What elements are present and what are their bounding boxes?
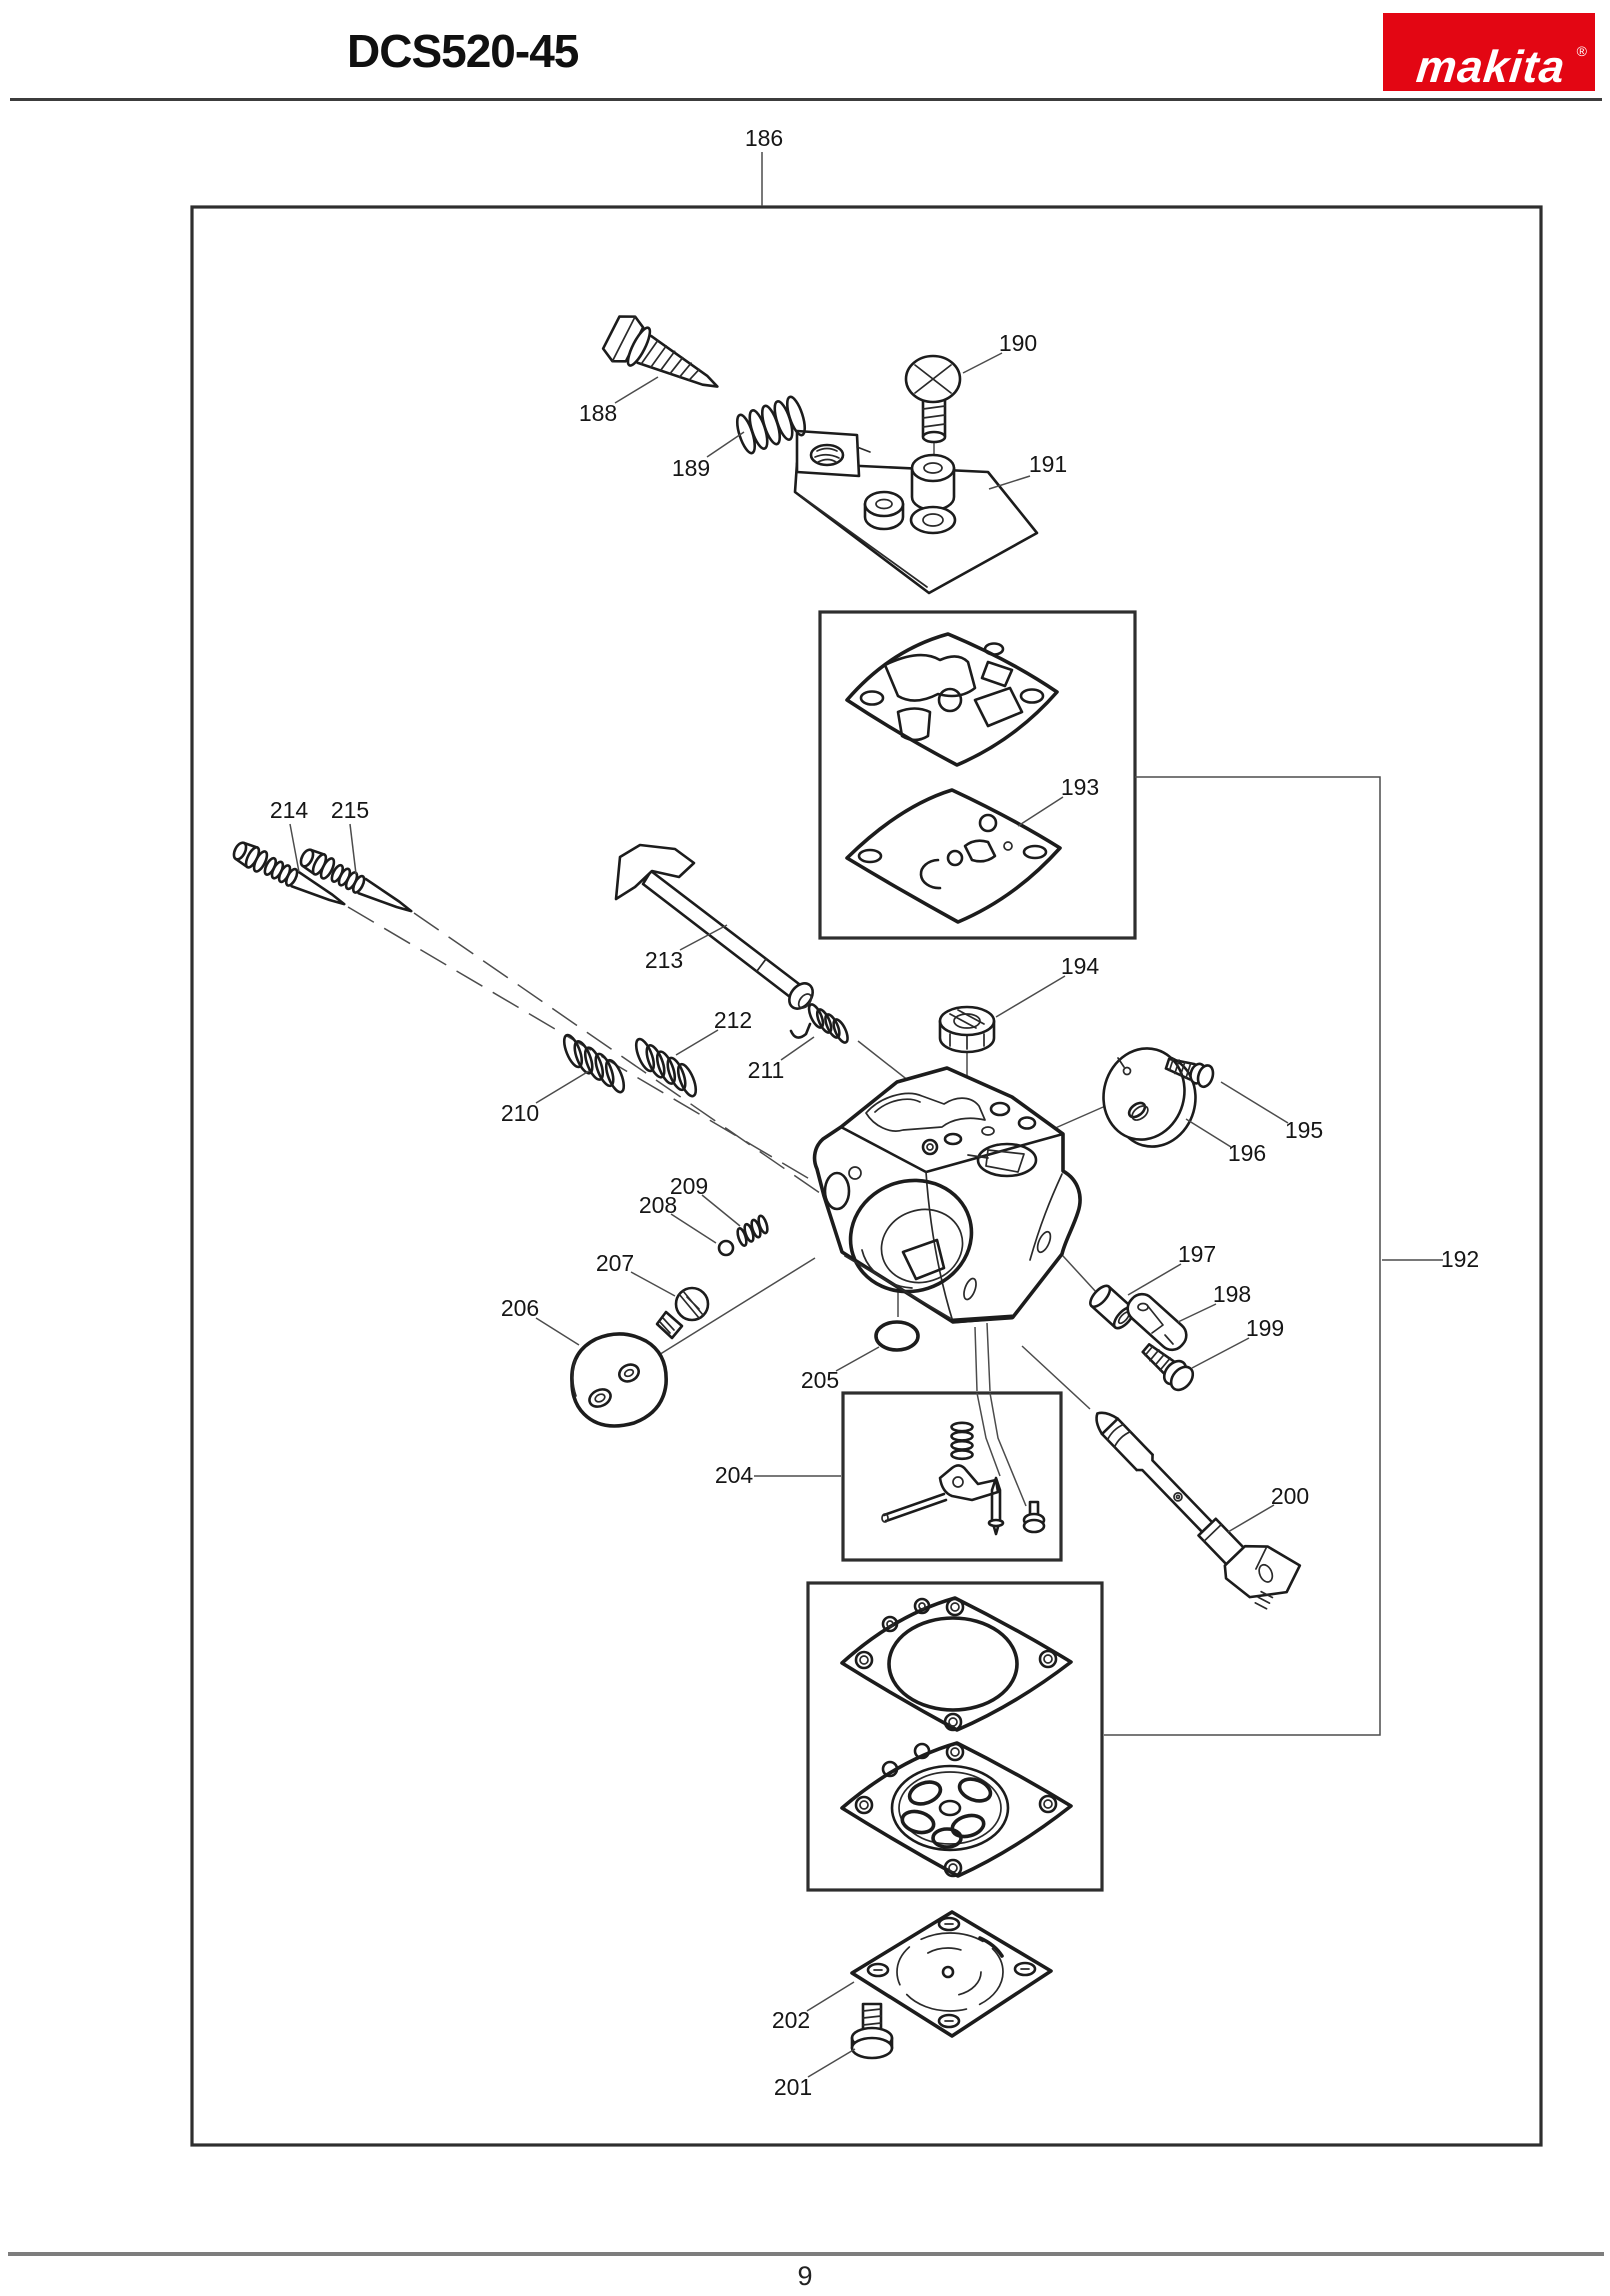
part-leader-196 (1185, 1118, 1232, 1148)
part-204-spring-coil (950, 1421, 974, 1461)
part-label-206: 206 (501, 1295, 539, 1321)
part-leader-212 (675, 1029, 719, 1056)
part-199-screw (1141, 1343, 1195, 1392)
part-leader-195 (1220, 1081, 1289, 1124)
part-193-diaphragm (845, 788, 1062, 924)
part-191-bracket (793, 429, 1039, 595)
part-208-oring (717, 1239, 735, 1257)
part-label-214: 214 (270, 797, 309, 823)
kit-box-204 (841, 1391, 1063, 1562)
part-label-198: 198 (1213, 1281, 1251, 1307)
part-leader-211 (780, 1036, 815, 1061)
part-carburetor-body (812, 1066, 1082, 1324)
part-leader-215 (349, 823, 357, 875)
part-206-pump-cover (570, 1332, 668, 1428)
part-leader-209 (701, 1194, 741, 1227)
part-leader-208 (670, 1213, 717, 1244)
part-label-194: 194 (1061, 953, 1100, 979)
part-label-200: 200 (1271, 1483, 1309, 1509)
part-label-211: 211 (748, 1057, 785, 1083)
part-label-215: 215 (331, 797, 369, 823)
part-label-212: 212 (714, 1007, 752, 1033)
part-leader-207 (630, 1271, 676, 1297)
part-label-188: 188 (579, 400, 617, 426)
part-leader-206 (535, 1317, 580, 1346)
part-label-201: 201 (774, 2074, 812, 2100)
part-leader-201 (807, 2048, 856, 2078)
part-202-pump-cover-plate (850, 1910, 1053, 2038)
part-leader-191 (988, 475, 1031, 490)
part-212-coil (634, 1037, 698, 1098)
part-209-coil (736, 1214, 769, 1247)
part-leader-202 (806, 1981, 855, 2012)
part-label-210: 210 (501, 1100, 539, 1126)
kit-box-193 (818, 610, 1137, 940)
header-divider (10, 98, 1602, 101)
part-leader-214 (289, 823, 300, 873)
part-195-screw (1164, 1057, 1215, 1089)
part-label-197: 197 (1178, 1241, 1216, 1267)
part-193-gasket (845, 632, 1059, 767)
part-213-choke-rod (614, 843, 814, 1010)
part-label-208: 208 (639, 1192, 677, 1218)
part-label-195: 195 (1285, 1117, 1323, 1143)
part-leader-197 (1127, 1263, 1182, 1296)
part-210-coil (562, 1033, 626, 1094)
bracket-192-line (1104, 776, 1381, 1736)
part-label-213: 213 (645, 947, 683, 973)
part-leader-194 (995, 975, 1066, 1018)
part-label-192: 192 (1441, 1246, 1479, 1272)
page-number: 9 (797, 2261, 813, 2291)
part-leader-189 (706, 431, 745, 458)
part-leader-193 (1017, 796, 1064, 827)
part-label-190: 190 (999, 330, 1037, 356)
part-label-196: 196 (1228, 1140, 1266, 1166)
part-label-189: 189 (672, 455, 710, 481)
part-194-cap (938, 1005, 996, 1054)
part-198-swivel (1126, 1292, 1188, 1352)
part-label-202: 202 (772, 2007, 810, 2033)
part-200-fuel-pipe (1095, 1411, 1302, 1610)
part-201-screw (850, 2002, 894, 2060)
part-leader-188 (614, 376, 659, 404)
coil-springs (562, 395, 974, 1461)
part-leader-213 (679, 924, 728, 951)
assembly-box-186 (190, 205, 1543, 2147)
part-190-screw (904, 354, 962, 444)
part-189-coil (735, 395, 807, 455)
part-leader-210 (535, 1070, 590, 1104)
part-label-204: 204 (715, 1462, 754, 1488)
part-metering-gasket (840, 1596, 1073, 1732)
part-188-screw (601, 315, 719, 388)
kit-box-lower-diaphragm (806, 1581, 1104, 1892)
registered-trademark-icon: ® (1576, 43, 1587, 59)
part-label-191: 191 (1029, 451, 1067, 477)
kit-204-needle-valve-set (881, 1464, 1046, 1536)
page-title: DCS520-45 (347, 25, 579, 77)
part-label-205: 205 (801, 1367, 839, 1393)
part-labels: 186 188 189 190 191 192 193 194 195 196 197 198 199 2… (270, 125, 1479, 2100)
part-metering-diaphragm (840, 1741, 1073, 1878)
footer-divider (8, 2252, 1604, 2256)
part-leader-198 (1177, 1303, 1217, 1323)
part-label-209: 209 (670, 1173, 708, 1199)
part-leader-200 (1227, 1504, 1275, 1533)
part-211-coil (807, 1003, 849, 1044)
part-211-spring-hook (789, 1022, 812, 1039)
part-label-199: 199 (1246, 1315, 1284, 1341)
part-label-186: 186 (745, 125, 783, 151)
needle-215-axis (413, 912, 844, 1210)
part-205-oring (874, 1320, 920, 1352)
part-leader-205 (835, 1346, 880, 1372)
part-label-207: 207 (596, 1250, 634, 1276)
part-leader-190 (962, 352, 1003, 374)
part-196-disc (1102, 1047, 1197, 1148)
makita-logo: makita ® (1383, 13, 1595, 92)
part-207-screw (655, 1286, 710, 1340)
part-leader-199 (1191, 1337, 1250, 1369)
part-label-193: 193 (1061, 774, 1099, 800)
